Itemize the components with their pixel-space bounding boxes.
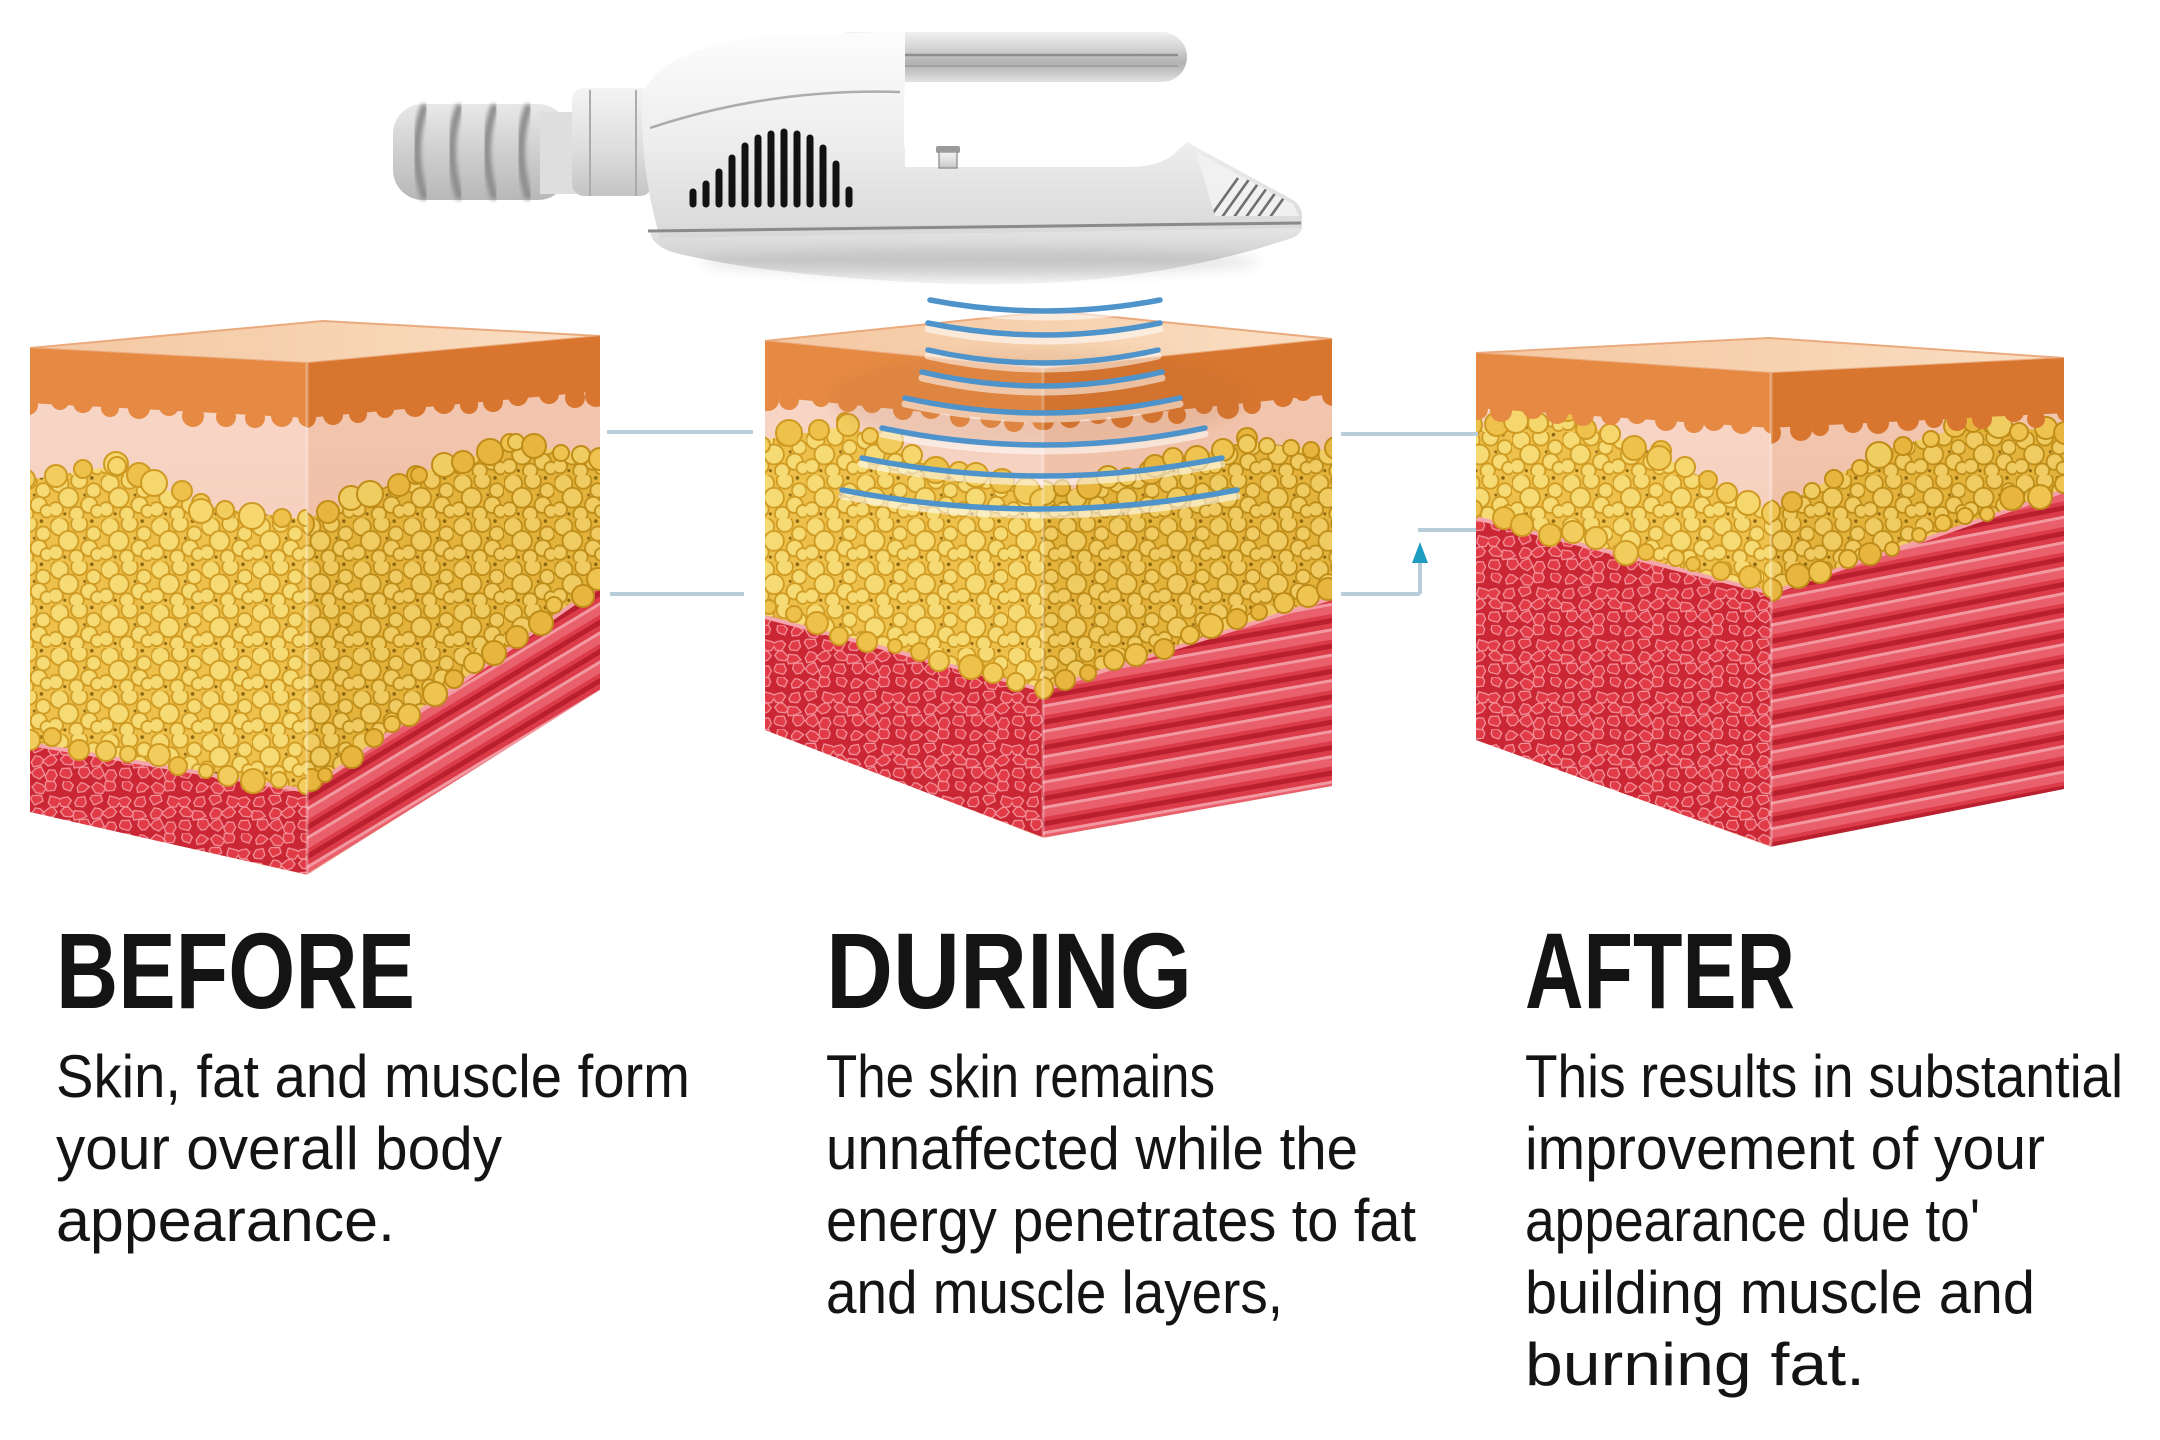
svg-text:appearance due to': appearance due to' bbox=[1525, 1187, 1980, 1254]
svg-text:Skin, fat and muscle form: Skin, fat and muscle form bbox=[56, 1043, 690, 1110]
svg-text:The skin remains: The skin remains bbox=[826, 1043, 1215, 1110]
svg-text:your overall body: your overall body bbox=[56, 1115, 502, 1182]
svg-text:building muscle and: building muscle and bbox=[1525, 1259, 2035, 1326]
svg-text:improvement of your: improvement of your bbox=[1525, 1115, 2045, 1182]
svg-text:and muscle layers,: and muscle layers, bbox=[826, 1259, 1283, 1326]
svg-text:unnaffected while the: unnaffected while the bbox=[826, 1115, 1358, 1182]
svg-text:AFTER: AFTER bbox=[1525, 910, 1795, 1031]
svg-text:DURING: DURING bbox=[826, 910, 1192, 1031]
svg-text:energy penetrates to fat: energy penetrates to fat bbox=[826, 1187, 1416, 1254]
svg-text:BEFORE: BEFORE bbox=[56, 910, 415, 1031]
svg-text:burning fat.: burning fat. bbox=[1525, 1331, 1865, 1398]
svg-text:appearance.: appearance. bbox=[56, 1187, 395, 1254]
svg-text:This results in substantial: This results in substantial bbox=[1525, 1043, 2123, 1110]
